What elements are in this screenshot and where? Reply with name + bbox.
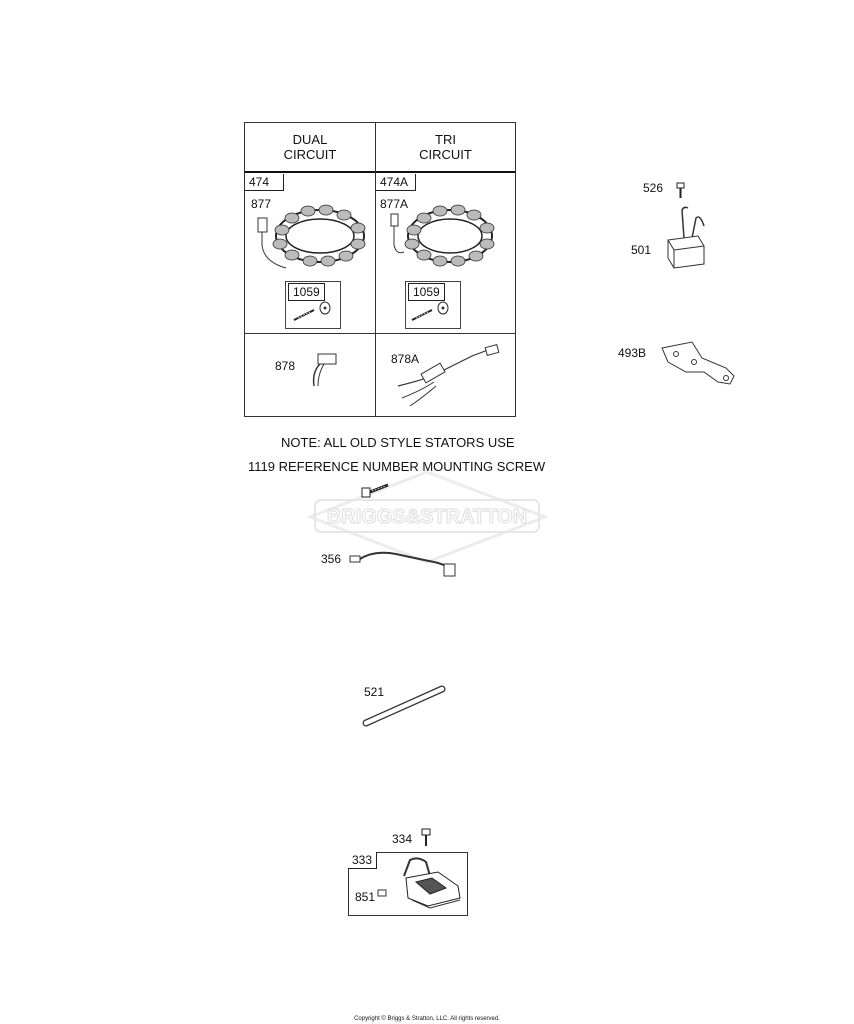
part-474-label[interactable]: 474 [245, 174, 284, 191]
briggs-stratton-watermark: BRIGGS&STRATTON [305, 470, 550, 564]
part-526-label[interactable]: 526 [643, 181, 664, 195]
note-line-1: NOTE: ALL OLD STYLE STATORS USE [281, 435, 515, 450]
part-878a-label[interactable]: 878A [391, 352, 420, 366]
screw-washer-right-drawing[interactable] [408, 298, 453, 326]
copyright-footer: Copyright © Briggs & Stratton, LLC. All … [354, 1016, 500, 1022]
stator-tri-circuit-drawing[interactable] [384, 200, 495, 280]
part-1059-label-left[interactable]: 1059 [288, 283, 325, 301]
rectifier-501-drawing[interactable] [664, 200, 714, 270]
part-521-label[interactable]: 521 [364, 685, 385, 699]
screw-washer-left-drawing[interactable] [290, 298, 335, 326]
part-878-label[interactable]: 878 [275, 359, 296, 373]
bracket-493b-drawing[interactable] [656, 340, 740, 388]
part-334-label[interactable]: 334 [392, 832, 413, 846]
tri-circuit-header: TRI CIRCUIT [376, 123, 515, 173]
part-877a-label[interactable]: 877A [380, 197, 409, 211]
stator-options-table: DUAL CIRCUIT TRI CIRCUIT 474 474A 877 87… [244, 122, 516, 417]
screw-kit-box-right [405, 281, 461, 329]
part-333-label[interactable]: 333 [348, 852, 378, 869]
tube-521-drawing[interactable] [360, 685, 450, 730]
table-divider-vertical [375, 123, 376, 416]
table-divider-horizontal [245, 333, 515, 334]
dual-circuit-label: DUAL CIRCUIT [283, 132, 337, 162]
screw-334-drawing[interactable] [420, 828, 432, 848]
rectifier-kit-box [348, 852, 468, 916]
part-1059-label-right[interactable]: 1059 [408, 283, 445, 301]
screw-kit-box-left [285, 281, 341, 329]
screw-526-drawing[interactable] [676, 182, 686, 200]
watermark-text: BRIGGS&STRATTON [327, 506, 527, 528]
part-851-label[interactable]: 851 [355, 890, 376, 904]
mounting-screw-drawing[interactable] [360, 480, 390, 500]
connector-878a-drawing[interactable] [392, 338, 504, 408]
dual-circuit-header: DUAL CIRCUIT [245, 123, 375, 173]
tri-circuit-label: TRI CIRCUIT [419, 132, 472, 162]
stator-dual-circuit-drawing[interactable] [257, 200, 368, 280]
connector-878-drawing[interactable] [306, 350, 346, 390]
part-501-label[interactable]: 501 [631, 243, 652, 257]
part-356-label[interactable]: 356 [321, 552, 342, 566]
part-877-label[interactable]: 877 [251, 197, 272, 211]
part-493b-label[interactable]: 493B [618, 346, 647, 360]
note-line-2: 1119 REFERENCE NUMBER MOUNTING SCREW [248, 459, 546, 474]
regulator-333-drawing[interactable] [377, 856, 466, 912]
lead-wire-356-drawing[interactable] [349, 544, 460, 580]
part-474a-label[interactable]: 474A [376, 174, 416, 191]
